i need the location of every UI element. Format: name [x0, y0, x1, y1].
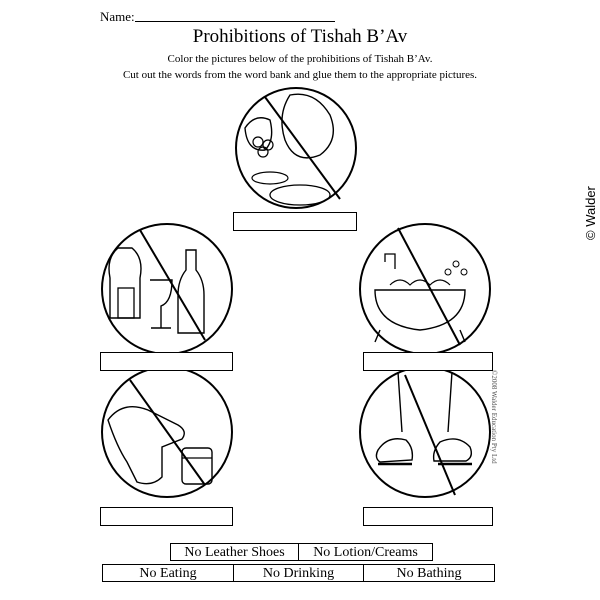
lotion-prohibition-picture [101, 366, 233, 498]
word-bank-no-eating[interactable]: No Eating [102, 564, 234, 582]
name-write-line[interactable] [135, 21, 335, 22]
word-bank-no-drinking[interactable]: No Drinking [233, 564, 364, 582]
word-bank-no-lotion-creams[interactable]: No Lotion/Creams [298, 543, 433, 561]
word-bank-no-leather-shoes[interactable]: No Leather Shoes [170, 543, 299, 561]
name-label: Name: [100, 9, 135, 24]
instruction-line-1: Color the pictures below of the prohibit… [167, 53, 433, 65]
copyright-text: © Walder [583, 186, 598, 240]
label-box-drinking[interactable] [100, 352, 233, 371]
label-box-eating[interactable] [233, 212, 357, 231]
drinking-prohibition-picture [101, 223, 233, 355]
label-box-shoes[interactable] [363, 507, 493, 526]
worksheet-title: Prohibitions of Tishah B’Av [192, 26, 408, 47]
instruction-line-2: Cut out the words from the word bank and… [122, 69, 478, 81]
label-box-lotion[interactable] [100, 507, 233, 526]
word-bank-no-bathing[interactable]: No Bathing [363, 564, 495, 582]
side-credit: ©2008 Walder Education Pty Ltd [490, 370, 498, 464]
label-box-bathing[interactable] [363, 352, 493, 371]
eating-prohibition-picture [235, 87, 357, 209]
bathing-prohibition-picture [359, 223, 491, 355]
leather-shoes-prohibition-picture [359, 366, 491, 498]
